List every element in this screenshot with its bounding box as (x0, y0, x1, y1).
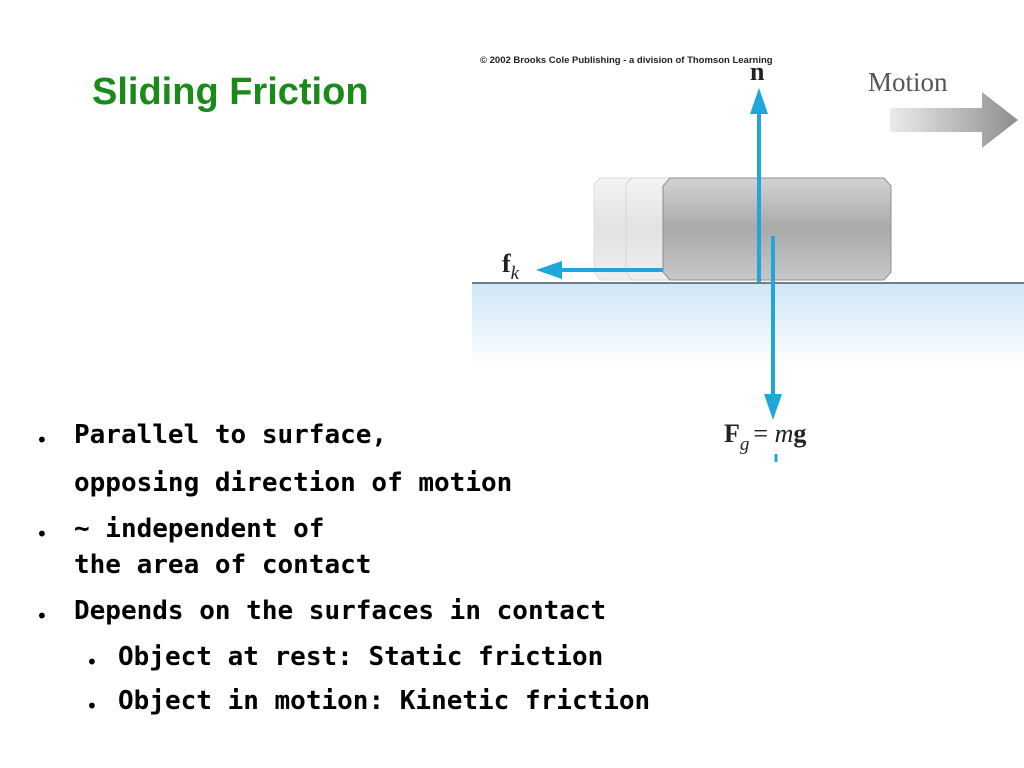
motion-label: Motion (868, 67, 948, 97)
bullet-text: Parallel to surface, (74, 420, 388, 450)
sliding-block (662, 177, 892, 281)
bullet-text-continuation: the area of contact (74, 550, 372, 580)
sub-bullet-text: Object at rest: Static friction (118, 642, 604, 672)
friction-force-arrowhead (536, 261, 562, 279)
gravity-label: F (724, 419, 740, 448)
bullet-text: ~ independent of (74, 514, 325, 544)
friction-label-group: fk (502, 249, 520, 284)
gravity-equals: = (753, 419, 774, 448)
gravity-subscript: g (740, 434, 750, 455)
slide-title: Sliding Friction (92, 71, 369, 113)
gravity-mass: m (775, 419, 794, 448)
bullet-dot: • (36, 428, 48, 452)
sub-bullet-text: Object in motion: Kinetic friction (118, 686, 651, 716)
friction-label: f (502, 249, 511, 278)
gravity-g: g (793, 419, 806, 448)
normal-force-arrowhead (750, 88, 768, 114)
normal-force-label: n (750, 57, 765, 86)
surface-region (472, 283, 1024, 365)
gravity-force-arrowhead (764, 394, 782, 420)
bullet-dot: • (36, 522, 48, 546)
bullet-text-continuation: opposing direction of motion (74, 468, 513, 498)
motion-arrow (890, 92, 1018, 148)
copyright-text: © 2002 Brooks Cole Publishing - a divisi… (480, 55, 773, 66)
bullet-dot: • (36, 604, 48, 628)
friction-subscript: k (511, 263, 520, 284)
gravity-label-group: Fg= mg (724, 419, 806, 455)
friction-diagram-svg: © 2002 Brooks Cole Publishing - a divisi… (472, 55, 1024, 462)
friction-diagram: © 2002 Brooks Cole Publishing - a divisi… (470, 50, 1024, 465)
sub-bullet-dot: • (86, 650, 98, 674)
bullet-text: Depends on the surfaces in contact (74, 596, 607, 626)
sub-bullet-dot: • (86, 694, 98, 718)
